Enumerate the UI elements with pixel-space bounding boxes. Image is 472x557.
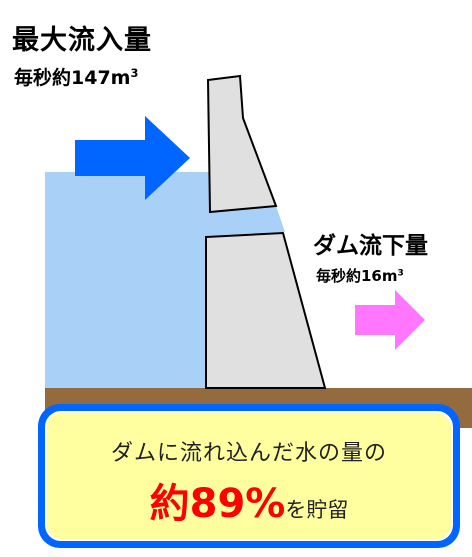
max-inflow-title: 最大流入量 — [12, 25, 152, 56]
summary-text: ダムに流れ込んだ水の量の — [110, 441, 387, 466]
storage-summary-box: ダムに流れ込んだ水の量の 約89%を貯留 — [38, 404, 460, 548]
storage-percent: 約89% — [149, 481, 286, 527]
dam-lower-section — [205, 231, 327, 389]
storage-suffix: を貯留 — [285, 498, 349, 522]
dam-outflow-title: ダム流下量 — [313, 233, 428, 259]
reservoir-water — [45, 172, 285, 388]
summary-storage-line: 約89%を貯留 — [47, 471, 451, 529]
outflow-arrow-icon — [355, 290, 425, 350]
storage-summary-panel: ダムに流れ込んだ水の量の 約89%を貯留 — [45, 411, 453, 541]
dam-upper-section — [206, 74, 278, 214]
dam-outflow-rate: 毎秒約16m3 — [316, 267, 404, 285]
max-inflow-rate: 毎秒約147m3 — [14, 66, 139, 89]
inflow-arrow-icon — [75, 116, 190, 200]
